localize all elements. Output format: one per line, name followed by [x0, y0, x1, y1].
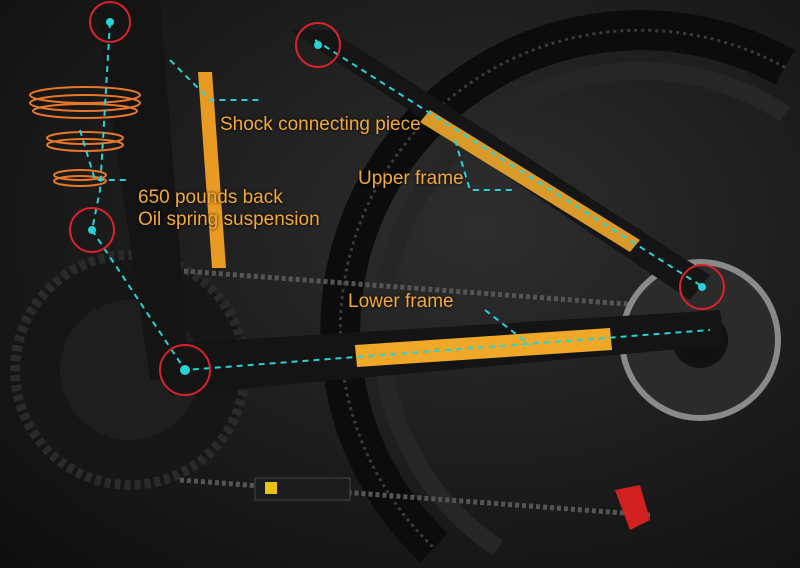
label-suspension-line2: Oil spring suspension — [138, 209, 320, 230]
tire-tread — [338, 28, 786, 550]
chain-top — [169, 267, 641, 308]
pivot-rings — [69, 1, 725, 396]
spring-coils — [29, 86, 141, 187]
label-lower-frame: Lower frame — [348, 291, 454, 312]
seat-tube-accent — [198, 72, 226, 268]
label-shock-connecting-piece: Shock connecting piece — [220, 114, 421, 135]
seat-tube — [95, 0, 190, 380]
rear-rim — [372, 62, 790, 556]
pedal — [254, 477, 351, 501]
label-upper-frame: Upper frame — [358, 168, 464, 189]
pivot-centers — [88, 18, 706, 375]
derailleur-accent — [615, 485, 650, 530]
upper-frame-accent — [420, 110, 640, 252]
label-suspension-line1: 650 pounds back — [138, 187, 283, 208]
pedal-reflector — [265, 482, 277, 494]
